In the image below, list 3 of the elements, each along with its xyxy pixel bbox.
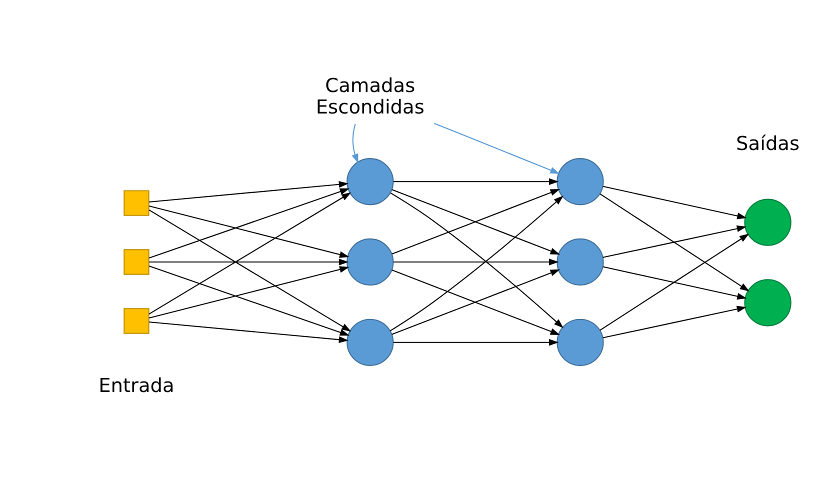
node-text: Camadas Escondidas	[316, 74, 424, 118]
label: Saídas	[736, 132, 800, 155]
label: Entrada	[98, 374, 174, 398]
